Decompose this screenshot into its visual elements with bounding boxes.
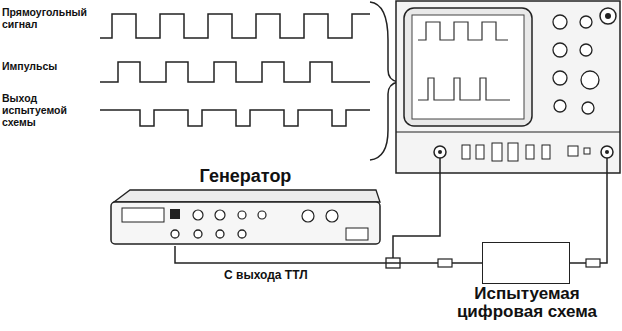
probe-wire [570, 158, 607, 263]
circuit-box: Испытуемая цифровая схема [482, 242, 570, 284]
bracket [370, 2, 398, 160]
circuit-label: Испытуемая цифровая схема [439, 285, 615, 322]
probe-wire [393, 158, 440, 263]
waveform [100, 110, 370, 126]
waveform [100, 14, 370, 38]
resistor-symbol [586, 259, 600, 267]
signal-name: Выход испытуемой схемы [2, 92, 98, 128]
generator-drawing [108, 188, 383, 246]
generator-device: Генератор [108, 188, 383, 246]
device-label: Генератор [146, 167, 346, 186]
oscilloscope [396, 1, 620, 173]
signal-wire [175, 246, 482, 263]
signal-name: Импульсы [2, 60, 98, 72]
wire-label: С выхода ТТЛ [222, 268, 310, 282]
resistor-symbol [438, 259, 452, 267]
signal-name: Прямоугольный сигнал [2, 6, 98, 30]
waveform [100, 62, 370, 82]
